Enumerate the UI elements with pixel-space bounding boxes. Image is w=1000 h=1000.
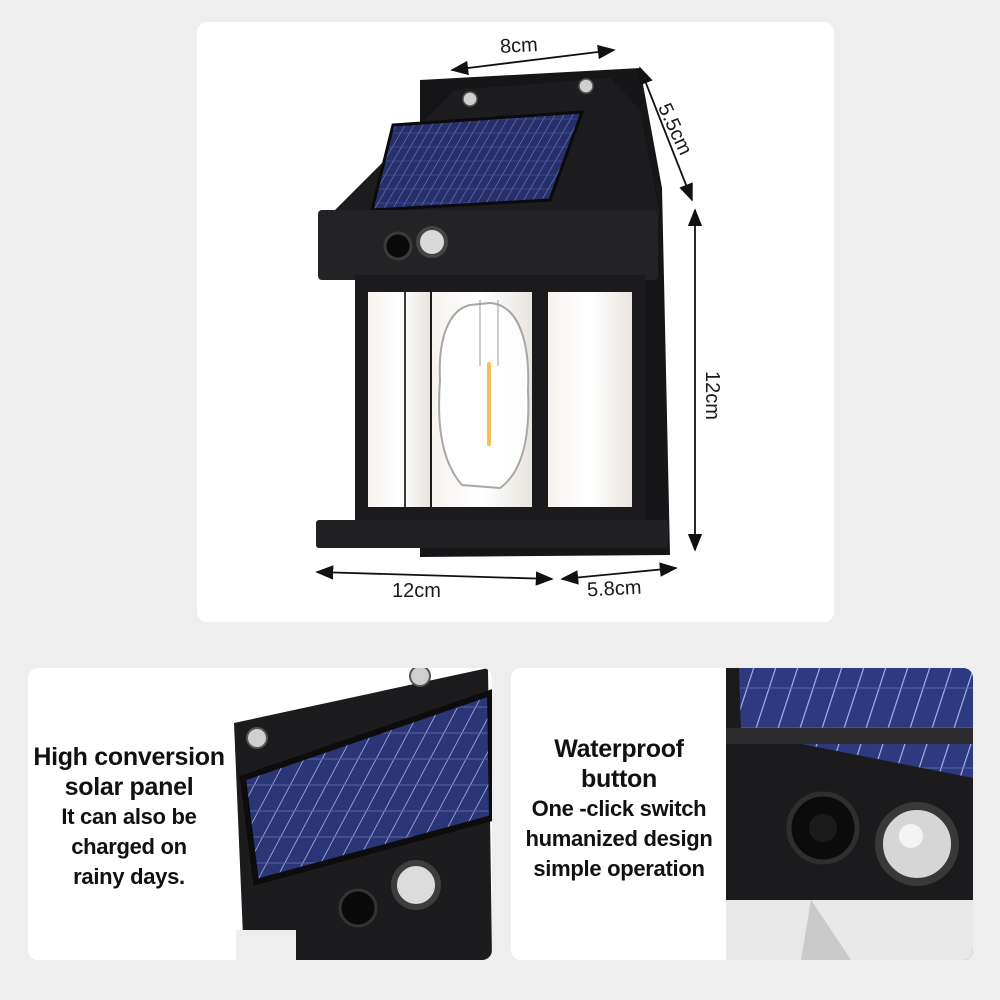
button-feature-card: Waterproof button One -click switch huma… xyxy=(511,668,973,960)
solar-desc-line3: rainy days. xyxy=(73,864,185,889)
solar-panel-closeup-image xyxy=(234,668,492,960)
screw-icon xyxy=(409,668,431,687)
led-bulb-icon xyxy=(438,301,530,490)
dimension-width-bottom: 12cm xyxy=(392,580,441,602)
solar-panel xyxy=(239,689,492,886)
screw-icon xyxy=(578,78,594,94)
power-button-icon xyxy=(383,231,413,261)
button-title-line2: button xyxy=(581,765,657,793)
product-dimension-card: 8cm 5.5cm 12cm 12cm 5.8cm xyxy=(197,22,834,622)
button-desc-line3: simple operation xyxy=(533,856,705,881)
solar-desc-line2: charged on xyxy=(71,834,187,859)
solar-title-line1: High conversion xyxy=(33,743,225,771)
solar-panel-feature-card: High conversion solar panel It can also … xyxy=(28,668,492,960)
screw-icon xyxy=(246,727,268,749)
solar-panel-caption: High conversion solar panel It can also … xyxy=(28,742,230,892)
button-title-line1: Waterproof xyxy=(554,735,684,763)
motion-sensor-icon xyxy=(416,226,448,258)
button-desc-line2: humanized design xyxy=(525,826,713,851)
dimension-width-top: 8cm xyxy=(499,34,539,58)
solar-wall-lamp-image xyxy=(315,44,703,586)
solar-title-line2: solar panel xyxy=(64,773,194,801)
button-closeup-image xyxy=(726,668,973,960)
solar-panel xyxy=(370,110,585,212)
screw-icon xyxy=(462,91,478,107)
solar-panel xyxy=(739,668,973,778)
button-caption: Waterproof button One -click switch huma… xyxy=(513,734,725,884)
solar-desc-line1: It can also be xyxy=(61,804,197,829)
power-button-icon xyxy=(338,888,378,928)
button-desc-line1: One -click switch xyxy=(531,796,707,821)
dimension-height: 12cm xyxy=(700,371,723,420)
motion-sensor-icon xyxy=(391,860,441,910)
dimension-depth-bottom: 5.8cm xyxy=(586,576,642,602)
